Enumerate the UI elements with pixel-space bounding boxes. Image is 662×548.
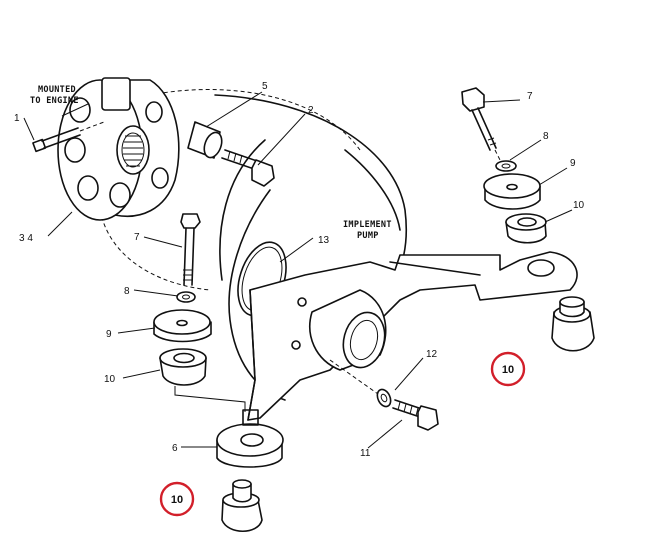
callout-1: 1 <box>14 113 20 124</box>
callout-labels: MOUNTED TO ENGINE IMPLEMENT PUMP 1 2 3 4… <box>14 81 585 459</box>
callout-8-right: 8 <box>543 131 549 142</box>
callout-7-right: 7 <box>527 91 533 102</box>
washer-part-9-left <box>153 309 212 343</box>
note-pump-line2: PUMP <box>357 231 379 241</box>
highlight-callout-10-left: 10 <box>159 481 195 517</box>
callout-2: 2 <box>308 105 314 116</box>
mount-part-10-left <box>159 348 207 386</box>
spacer-block-part-6 <box>216 409 284 468</box>
note-mounted-line2: TO ENGINE <box>30 96 79 106</box>
leader-lines <box>23 91 573 449</box>
highlight-label-10-right: 10 <box>502 364 514 376</box>
highlight-label-10-left: 10 <box>171 494 183 506</box>
callout-5: 5 <box>262 81 268 92</box>
callout-10-left: 10 <box>104 374 116 385</box>
lock-washer-part-8-left <box>176 291 196 303</box>
bushing-part-5 <box>187 121 223 159</box>
callout-9-right: 9 <box>570 158 576 169</box>
callout-10-right: 10 <box>573 200 585 211</box>
callout-9-left: 9 <box>106 329 112 340</box>
lock-washer-part-8-right <box>495 160 517 172</box>
bolt-part-7-right <box>461 87 506 171</box>
mount-part-10-right-lower <box>551 296 595 352</box>
callout-8-left: 8 <box>124 286 130 297</box>
coupling-adapter-part-3-4 <box>57 77 180 221</box>
callout-7-left: 7 <box>134 232 140 243</box>
callout-12: 12 <box>426 349 438 360</box>
washer-part-12 <box>376 388 392 408</box>
bolt-part-11 <box>329 359 439 431</box>
callout-3-4: 3 4 <box>19 233 33 244</box>
highlight-callout-10-right: 10 <box>490 351 526 387</box>
note-pump-line1: IMPLEMENT <box>343 220 392 230</box>
mount-part-10-right <box>505 213 547 244</box>
bracket-part-6 <box>247 251 578 421</box>
bolt-part-2 <box>221 149 275 187</box>
note-mounted-line1: MOUNTED <box>38 85 76 95</box>
callout-13: 13 <box>318 235 330 246</box>
bolt-part-7-left <box>180 213 201 286</box>
callout-11: 11 <box>360 448 371 459</box>
washer-part-9-right <box>483 173 541 210</box>
callout-6: 6 <box>172 443 178 454</box>
bolt-part-1 <box>32 121 105 153</box>
mount-part-10-left-lower <box>221 479 263 533</box>
